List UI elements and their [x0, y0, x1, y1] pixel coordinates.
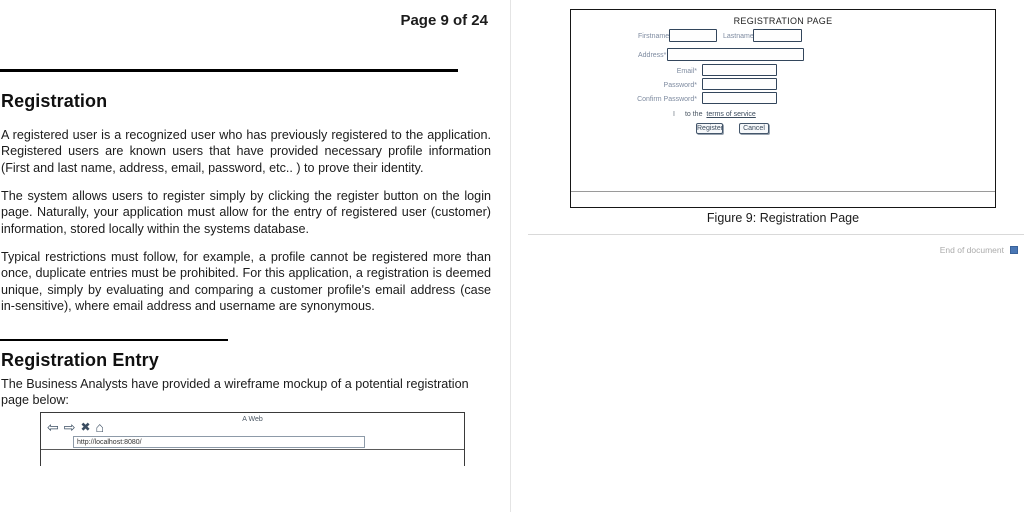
- password-input[interactable]: [702, 78, 777, 90]
- registration-paragraph-1: A registered user is a recognized user w…: [1, 128, 491, 175]
- right-page: REGISTRATION PAGE Firstname* Lastname* A…: [512, 0, 1024, 512]
- firstname-label: Firstname*: [638, 33, 672, 40]
- page-number-label: Page 9 of 24: [400, 12, 488, 29]
- address-input[interactable]: [667, 48, 804, 61]
- end-of-document-label: End of document: [939, 245, 1004, 255]
- end-of-document-marker-icon: [1010, 246, 1018, 254]
- wireframe-title: REGISTRATION PAGE: [733, 16, 833, 26]
- page-separator-line: [510, 0, 511, 512]
- home-icon[interactable]: ⌂: [95, 419, 104, 435]
- confirm-password-label: Confirm Password*: [637, 96, 697, 103]
- section-divider-line: [0, 339, 228, 341]
- terms-text: to the: [684, 111, 703, 118]
- left-page: Page 9 of 24 Registration A registered u…: [0, 0, 510, 512]
- firstname-input[interactable]: [669, 29, 717, 42]
- browser-url-text: http://localhost:8080/: [77, 439, 142, 446]
- stop-x-icon[interactable]: ✖: [80, 420, 91, 434]
- browser-toolbar-divider: [41, 449, 464, 450]
- browser-content-area: [41, 450, 464, 466]
- email-input[interactable]: [702, 64, 777, 76]
- figure-caption: Figure 9: Registration Page: [706, 211, 860, 225]
- end-of-document: End of document: [940, 245, 1018, 255]
- content-divider-line: [528, 234, 1024, 235]
- browser-nav-toolbar: ⇦ ⇨ ✖ ⌂: [47, 420, 104, 434]
- back-arrow-icon[interactable]: ⇦: [47, 419, 59, 435]
- register-button[interactable]: Register: [696, 123, 724, 134]
- password-label: Password*: [663, 82, 697, 89]
- registration-wireframe: REGISTRATION PAGE Firstname* Lastname* A…: [570, 9, 996, 208]
- registration-entry-intro: The Business Analysts have provided a wi…: [1, 377, 469, 408]
- terms-checkbox[interactable]: I: [673, 111, 675, 118]
- browser-window-title: A Web: [242, 416, 263, 423]
- forward-arrow-icon[interactable]: ⇨: [63, 419, 76, 435]
- email-label: Email*: [676, 68, 697, 75]
- lastname-input[interactable]: [753, 29, 802, 42]
- terms-of-service-link[interactable]: terms of service: [706, 111, 756, 118]
- lastname-label: Lastname*: [723, 33, 757, 40]
- registration-paragraph-2: The system allows users to register simp…: [1, 189, 491, 236]
- address-label: Address*: [638, 52, 667, 59]
- cancel-button[interactable]: Cancel: [739, 123, 769, 134]
- registration-entry-heading: Registration Entry: [1, 350, 159, 370]
- wireframe-footer-divider: [571, 191, 995, 192]
- registration-heading: Registration: [1, 91, 108, 111]
- confirm-password-input[interactable]: [702, 92, 777, 104]
- browser-mockup: A Web ⇦ ⇨ ✖ ⌂ http://localhost:8080/: [40, 412, 465, 466]
- section-divider-line: [0, 69, 458, 72]
- browser-url-bar[interactable]: http://localhost:8080/: [73, 436, 365, 448]
- registration-paragraph-3: Typical restrictions must follow, for ex…: [1, 250, 491, 314]
